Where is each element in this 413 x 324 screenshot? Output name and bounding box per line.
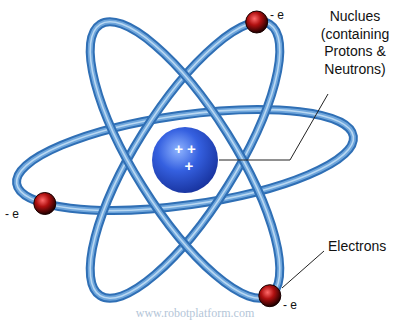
orbit [10,92,359,228]
orbit [58,0,312,322]
leader-line [219,94,328,160]
charge-label: - e [283,298,311,313]
orbit [10,92,359,228]
electron [259,285,281,307]
orbit [58,0,312,322]
orbit [58,0,312,322]
orbit [58,0,312,322]
orbit [58,0,312,322]
orbit [58,0,312,322]
electrons [34,11,281,307]
electron [34,193,56,215]
proton-sign: + [164,157,214,176]
proton-sign: + + [160,140,210,159]
orbit [10,92,359,228]
orbits [10,0,359,322]
charge-label: - e [270,8,298,23]
electron [246,11,268,33]
electrons-label: Electrons [328,238,408,256]
watermark: www.robotplatform.com [110,306,280,321]
nucleus [152,127,218,193]
leader-line [282,251,324,288]
nucleus-label: Nuclues (containing Protons & Neutrons) [303,8,407,78]
charge-label: - e [5,207,33,222]
